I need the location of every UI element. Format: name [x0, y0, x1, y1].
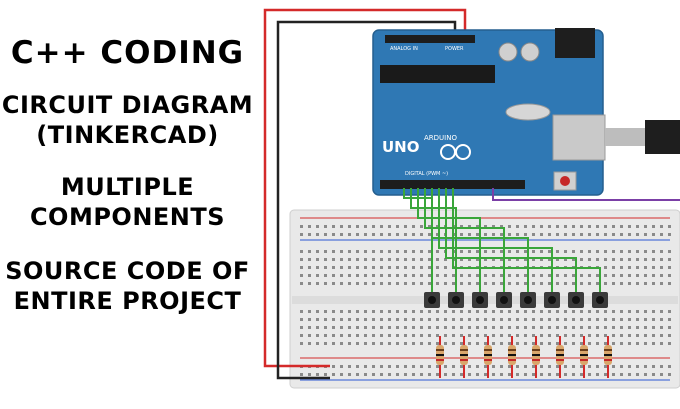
push-button	[472, 292, 488, 308]
headline-circuit-diagram-line2: (TINKERCAD)	[36, 121, 219, 149]
wire-black-ground	[276, 20, 457, 380]
board-brand-label: ARDUINO	[424, 134, 457, 142]
resistor	[556, 336, 564, 378]
board-model-label: UNO	[382, 138, 420, 156]
resistor	[580, 336, 588, 378]
green-wire	[410, 188, 457, 292]
resistor	[532, 336, 540, 378]
header-label-digital: DIGITAL (PWM ~)	[405, 171, 448, 177]
green-wire	[424, 188, 505, 292]
headline-source-code-line1: SOURCE CODE OF	[5, 257, 250, 285]
push-button	[568, 292, 584, 308]
green-wire	[452, 188, 601, 292]
usb-cable	[645, 120, 680, 154]
green-wire	[431, 188, 529, 292]
green-signal-wires	[403, 188, 601, 292]
push-button	[544, 292, 560, 308]
microcontroller-chip	[380, 65, 495, 83]
resistor	[484, 336, 492, 378]
green-wire	[438, 188, 553, 292]
breadboard-holes	[300, 225, 671, 376]
arduino-logo-icon	[440, 144, 471, 160]
power-jack	[555, 28, 595, 58]
resistor	[460, 336, 468, 378]
resistor	[508, 336, 516, 378]
headline-circuit-diagram-line1: CIRCUIT DIAGRAM	[1, 91, 254, 119]
wire-red-power	[263, 8, 467, 368]
push-buttons	[424, 292, 608, 308]
push-button	[520, 292, 536, 308]
resistors	[436, 336, 612, 378]
headline-multiple-components-line1: MULTIPLE	[60, 173, 195, 201]
usb-cable-plug	[605, 128, 645, 146]
arduino-uno-board: UNO ARDUINO ANALOG IN POWER DIGITAL (PWM…	[372, 28, 606, 196]
wire-purple	[492, 188, 680, 201]
push-button	[448, 292, 464, 308]
usb-port	[552, 114, 606, 161]
headline-multiple-components: MULTIPLE COMPONENTS	[0, 172, 255, 232]
push-button	[592, 292, 608, 308]
headline-circuit-diagram: CIRCUIT DIAGRAM (TINKERCAD)	[0, 90, 255, 150]
header-label-analog: ANALOG IN	[390, 46, 418, 52]
headline-multiple-components-line2: COMPONENTS	[29, 203, 226, 231]
push-button	[424, 292, 440, 308]
headline-source-code: SOURCE CODE OF ENTIRE PROJECT	[0, 256, 255, 316]
header-label-power: POWER	[445, 46, 464, 52]
green-wire	[445, 188, 577, 292]
resistor	[604, 336, 612, 378]
headline-cpp-coding: C++ CODING	[10, 35, 245, 71]
push-button	[496, 292, 512, 308]
green-wire	[417, 188, 481, 292]
headline-source-code-line2: ENTIRE PROJECT	[13, 287, 242, 315]
resistor	[436, 336, 444, 378]
